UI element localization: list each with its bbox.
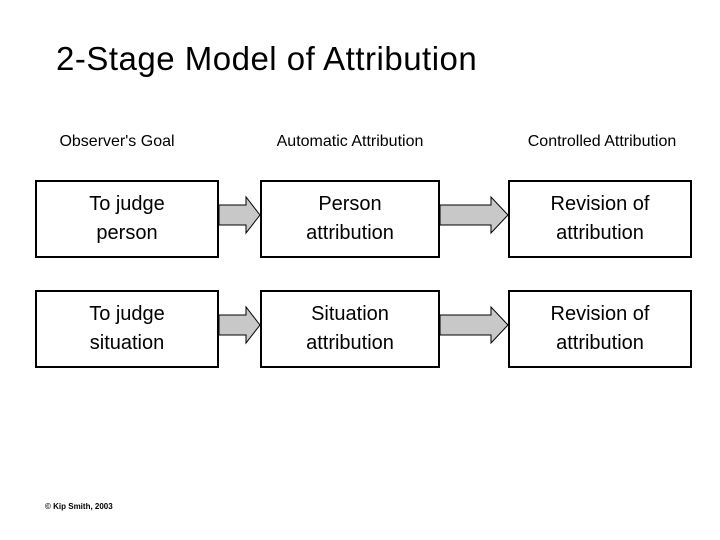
box-label: To judge situation	[89, 303, 165, 354]
box-to-judge-situation: To judge situation	[35, 290, 219, 368]
box-label: Revision of attribution	[550, 193, 650, 244]
box-label: Situation attribution	[306, 303, 394, 354]
box-label: Revision of attribution	[550, 303, 650, 354]
copyright-note: © Kip Smith, 2003	[45, 502, 113, 511]
flow-arrow-icon	[218, 195, 261, 235]
box-label: Person attribution	[306, 193, 394, 244]
box-person-attribution: Person attribution	[260, 180, 440, 258]
column-header-observers-goal: Observer's Goal	[59, 133, 175, 150]
flow-arrow-icon	[439, 305, 509, 345]
column-header-controlled-attribution: Controlled Attribution	[527, 133, 677, 150]
flow-arrow-icon	[439, 195, 509, 235]
slide-title: 2-Stage Model of Attribution	[56, 40, 478, 77]
box-to-judge-person: To judge person	[35, 180, 219, 258]
box-label: To judge person	[89, 193, 165, 244]
column-header-automatic-attribution: Automatic Attribution	[276, 133, 424, 150]
flow-arrow-icon	[218, 305, 261, 345]
box-revision-of-attribution-row2: Revision of attribution	[508, 290, 692, 368]
box-situation-attribution: Situation attribution	[260, 290, 440, 368]
box-revision-of-attribution-row1: Revision of attribution	[508, 180, 692, 258]
